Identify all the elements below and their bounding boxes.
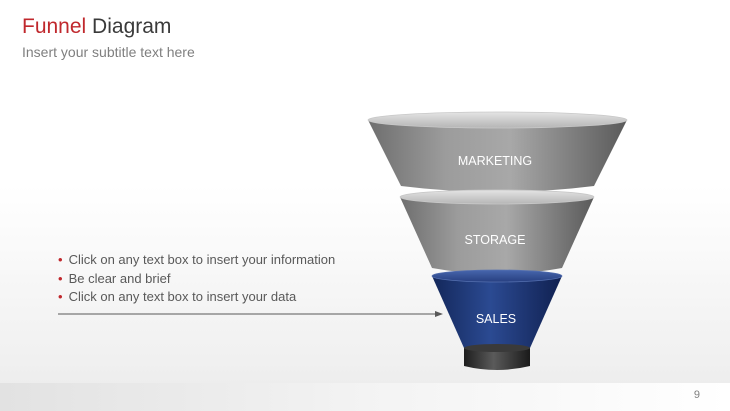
bullet-item: • Click on any text box to insert your da…: [58, 288, 335, 307]
title-accent: Funnel: [22, 15, 87, 38]
funnel-diagram: MARKETING STORAGE SALES: [367, 111, 628, 370]
slide-subtitle: Insert your subtitle text here: [22, 44, 195, 60]
funnel-label-marketing: MARKETING: [458, 154, 532, 168]
bullet-text: Click on any text box to insert your dat…: [68, 289, 297, 304]
slide-title: Funnel Diagram: [22, 14, 171, 40]
pointer-arrow: [58, 311, 443, 317]
title-rest: Diagram: [86, 15, 172, 38]
footer-bar: [0, 383, 730, 411]
funnel-stage-marketing: MARKETING: [367, 111, 628, 192]
funnel-stage-sales: SALES: [431, 269, 563, 352]
bullet-icon: •: [58, 289, 63, 304]
bullet-icon: •: [58, 252, 63, 267]
funnel-stage-storage: STORAGE: [399, 189, 595, 274]
bullet-item: • Be clear and brief: [58, 270, 335, 289]
funnel-label-storage: STORAGE: [465, 233, 526, 247]
bullet-item: • Click on any text box to insert your in…: [58, 251, 335, 270]
bullet-text: Click on any text box to insert your inf…: [68, 252, 336, 267]
page-number: 9: [693, 389, 700, 401]
bullet-icon: •: [58, 270, 63, 286]
funnel-label-sales: SALES: [476, 312, 516, 326]
bullet-list: • Click on any text box to insert your in…: [58, 251, 335, 307]
funnel-spout: [464, 344, 530, 370]
bullet-text: Be clear and brief: [68, 270, 171, 286]
